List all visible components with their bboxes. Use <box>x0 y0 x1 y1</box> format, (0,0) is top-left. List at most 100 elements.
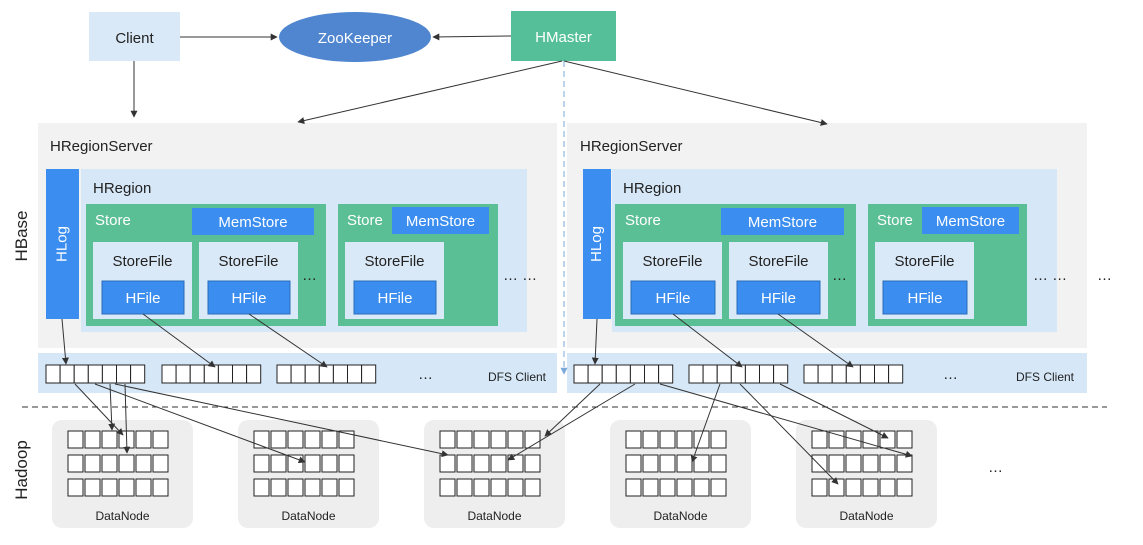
client-label: Client <box>115 30 154 47</box>
memstore-box <box>721 208 844 235</box>
block-cell <box>625 454 642 473</box>
ellipsis: … <box>302 267 317 284</box>
hfile-label: HFile <box>655 290 690 307</box>
block-cell <box>130 364 146 384</box>
hlog-box: HLog <box>46 169 79 319</box>
arrow-dfs-datanode <box>544 383 601 437</box>
ellipsis: … … <box>1033 267 1067 284</box>
hfile-box <box>882 280 968 315</box>
block-cell <box>67 478 84 497</box>
block-cell <box>232 364 248 384</box>
ellipsis: … <box>943 366 958 383</box>
block-cell <box>276 364 292 384</box>
hregionserver-label: HRegionServer <box>580 138 683 155</box>
arrow-hlog-dfs-1 <box>61 318 69 365</box>
block-cell <box>828 478 845 497</box>
block-cell <box>828 454 845 473</box>
block-cell <box>321 430 338 449</box>
block-cell <box>524 454 541 473</box>
block-cell <box>676 430 693 449</box>
dfs-block-strips <box>45 364 904 384</box>
ellipsis: … <box>418 366 433 383</box>
block-cell <box>87 364 103 384</box>
block-strip <box>276 364 377 384</box>
block-strip <box>45 364 146 384</box>
ellipsis: … … <box>503 267 537 284</box>
block-cell <box>217 364 233 384</box>
block-cell <box>67 430 84 449</box>
block-cell <box>490 430 507 449</box>
datanode-box: DataNode <box>610 420 751 528</box>
block-cell <box>118 478 135 497</box>
block-cell <box>84 454 101 473</box>
hregion-label: HRegion <box>623 180 681 197</box>
block-cell <box>473 478 490 497</box>
block-cell <box>710 478 727 497</box>
block-cell <box>811 454 828 473</box>
block-strip <box>573 364 674 384</box>
zookeeper-node: ZooKeeper <box>279 12 431 62</box>
block-cell <box>845 364 861 384</box>
memstore-box <box>922 207 1019 234</box>
block-cell <box>203 364 219 384</box>
block-strip <box>803 364 904 384</box>
block-cell <box>439 430 456 449</box>
block-cell <box>888 364 904 384</box>
block-cell <box>473 454 490 473</box>
block-cell <box>702 364 718 384</box>
block-cell <box>45 364 61 384</box>
block-cell <box>270 430 287 449</box>
block-cell <box>456 454 473 473</box>
block-cell <box>287 478 304 497</box>
hfile-box <box>101 280 185 315</box>
block-cell <box>101 454 118 473</box>
block-cell <box>253 430 270 449</box>
arrow-dfs-datanode <box>507 383 636 461</box>
arrow-hlog-dfs-2 <box>591 318 599 365</box>
block-cell <box>744 364 761 384</box>
arrow-dfs-datanode <box>690 383 721 463</box>
block-cell <box>439 478 456 497</box>
block-cell <box>338 430 355 449</box>
block-cell <box>84 478 101 497</box>
block-cell <box>321 454 338 473</box>
block-cell <box>710 430 727 449</box>
block-cell <box>270 454 287 473</box>
arrow-hfile-dfs <box>248 313 328 368</box>
dfs-client-label: DFS Client <box>1016 370 1075 384</box>
block-strip <box>688 364 789 384</box>
block-cell <box>101 478 118 497</box>
storefile-label: StoreFile <box>364 253 424 270</box>
hlog-label: HLog <box>588 226 605 262</box>
block-cell <box>879 430 896 449</box>
memstore-label: MemStore <box>406 213 475 230</box>
block-cell <box>101 430 118 449</box>
arrow-hmaster-zookeeper <box>432 33 512 41</box>
block-cell <box>152 454 169 473</box>
block-cell <box>862 478 879 497</box>
arrow-hfile-dfs <box>672 313 743 368</box>
datanode-box: DataNode <box>238 420 379 528</box>
block-cell <box>730 364 746 384</box>
ellipsis: … <box>1097 267 1112 284</box>
store-label: Store <box>625 212 661 229</box>
block-cell <box>67 454 84 473</box>
block-cell <box>524 478 541 497</box>
block-cell <box>175 364 191 384</box>
ellipsis: … <box>832 267 847 284</box>
arrow-dfs-datanode <box>659 383 913 458</box>
block-cell <box>625 478 642 497</box>
block-cell <box>287 454 304 473</box>
block-cell <box>507 430 524 449</box>
block-cell <box>659 478 676 497</box>
hfile-label: HFile <box>377 290 412 307</box>
block-cell <box>507 454 524 473</box>
memstore-box <box>392 207 489 234</box>
block-cell <box>879 454 896 473</box>
block-cell <box>601 364 617 384</box>
block-cell <box>321 478 338 497</box>
storefile-label: StoreFile <box>642 253 702 270</box>
block-cell <box>759 364 775 384</box>
block-cell <box>803 364 819 384</box>
block-cell <box>693 478 710 497</box>
